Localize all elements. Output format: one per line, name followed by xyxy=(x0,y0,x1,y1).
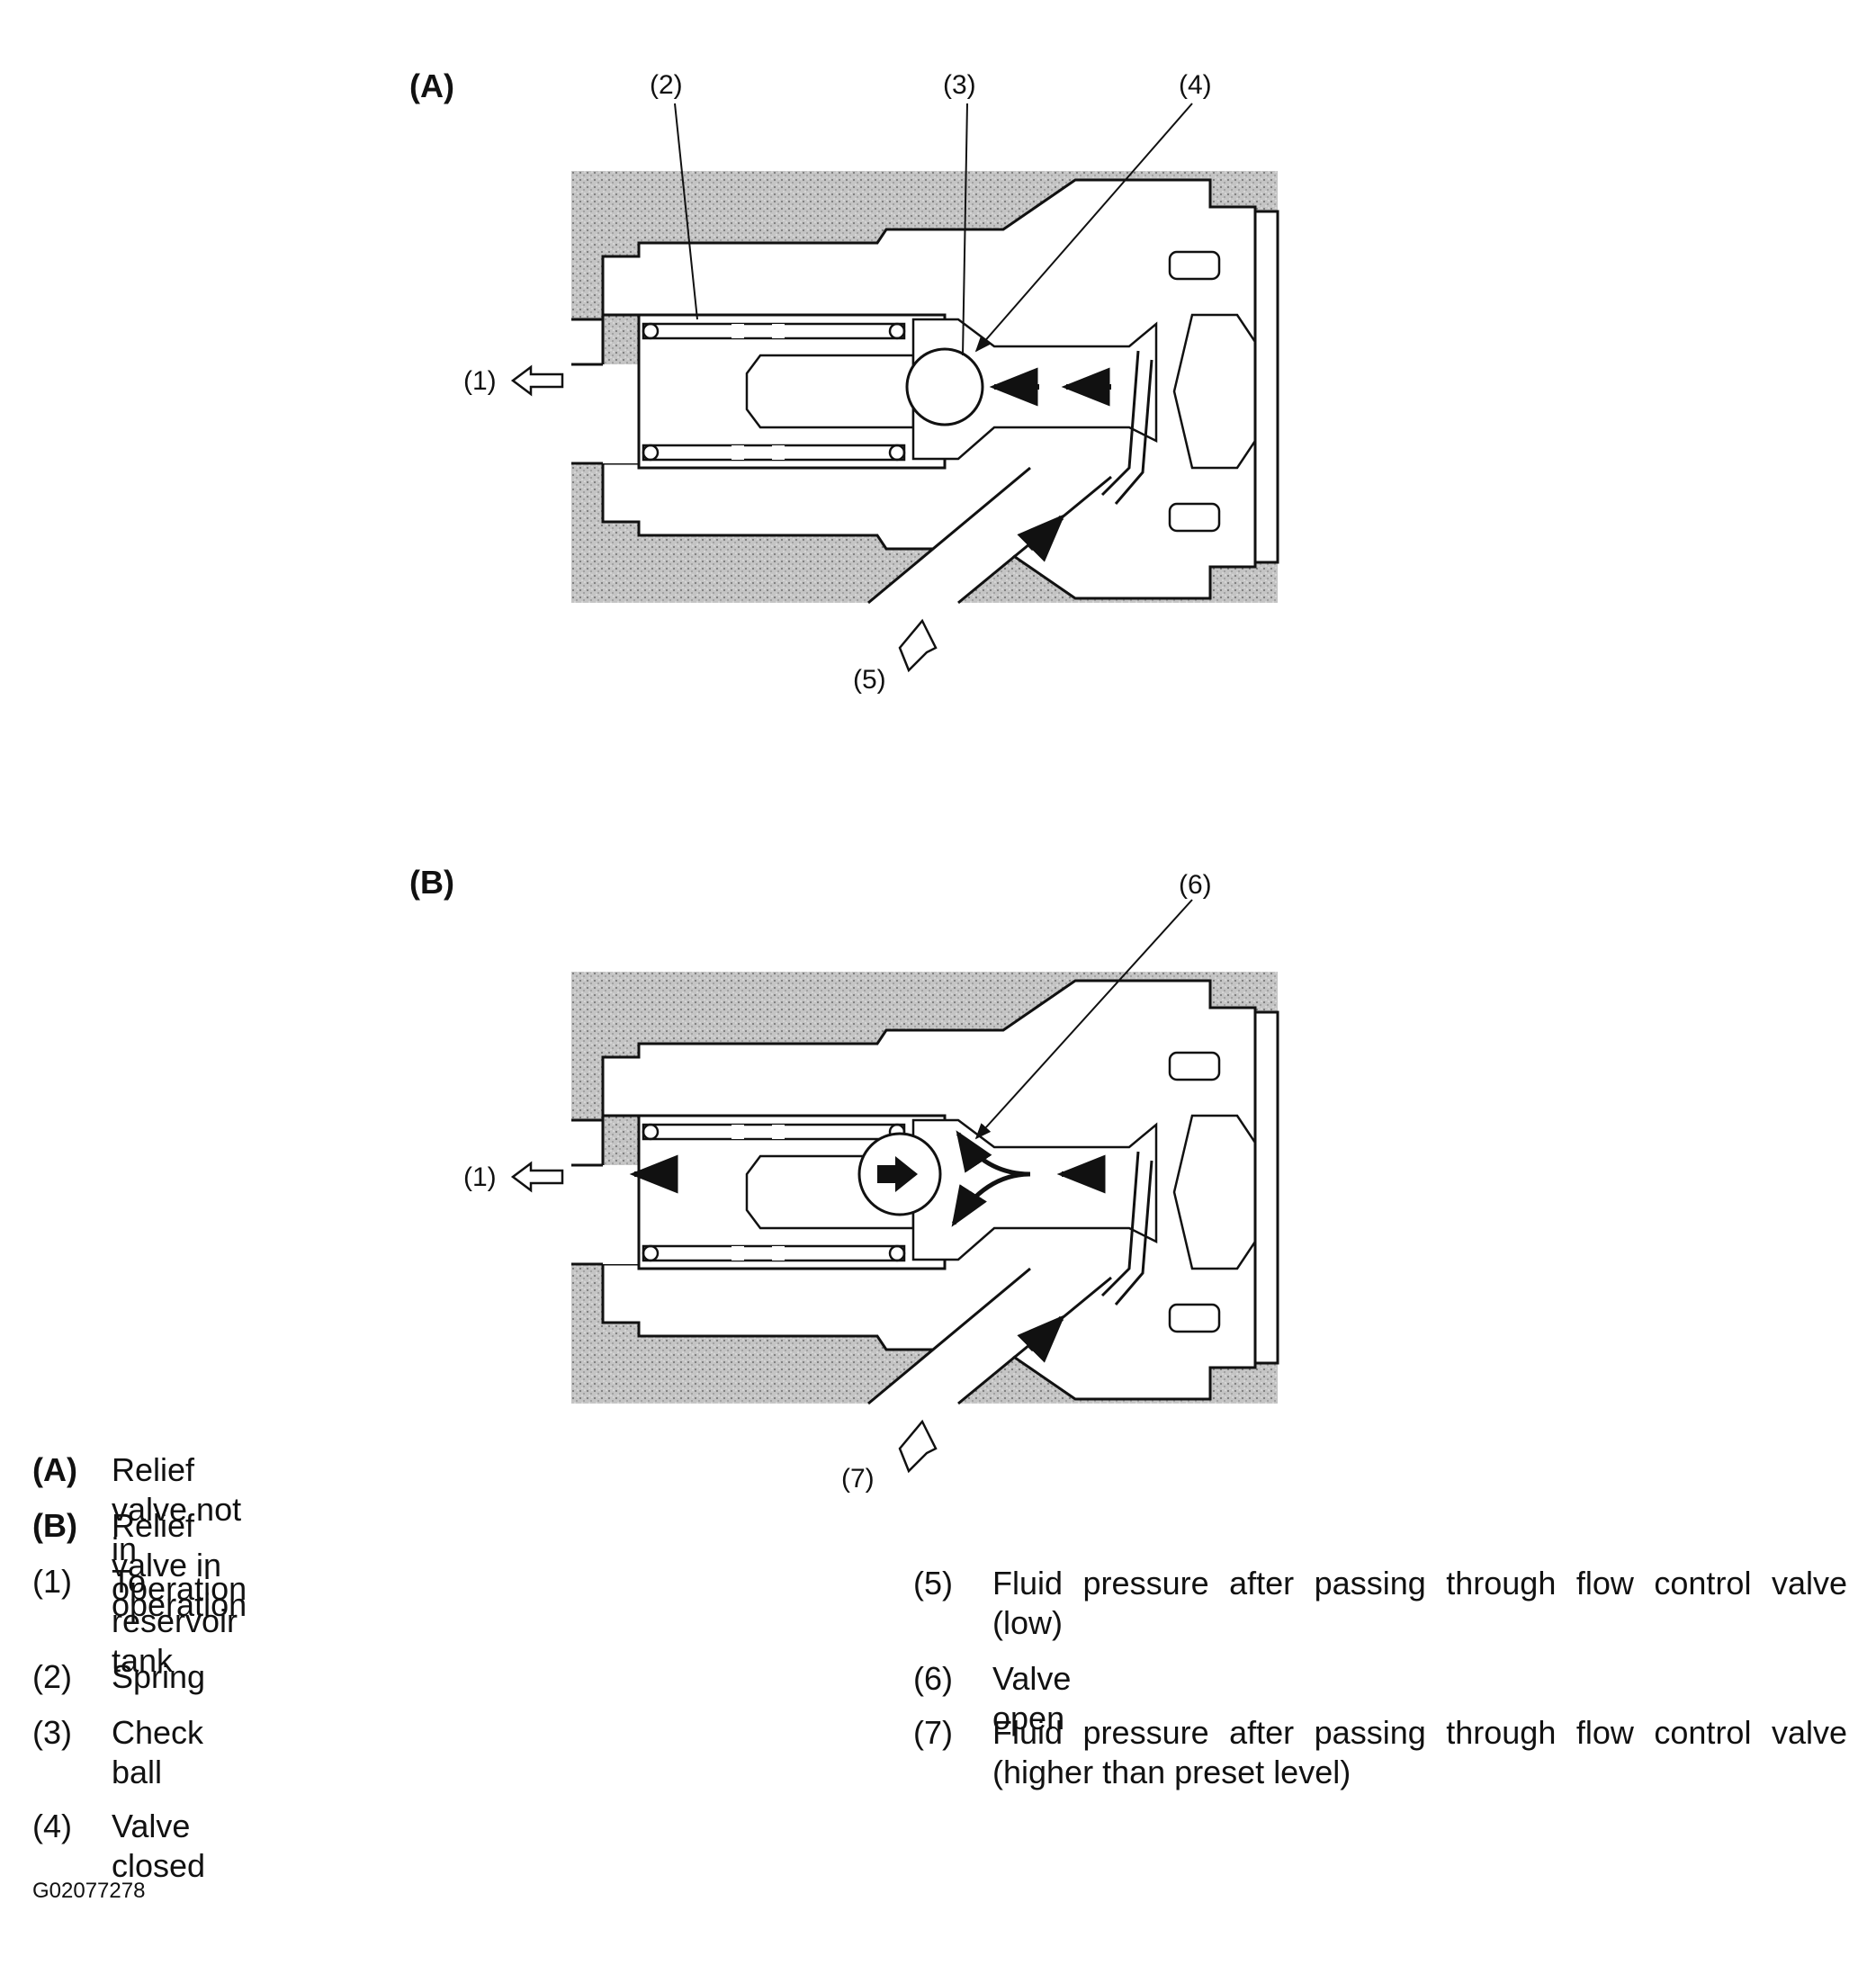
outflow-arrow-b xyxy=(510,1161,564,1193)
panel-b-title: (B) xyxy=(409,864,454,901)
inflow-arrow-b xyxy=(898,1419,938,1474)
callout-b-7: (7) xyxy=(841,1464,875,1494)
check-ball-a xyxy=(905,347,984,426)
legend-key: (6) xyxy=(913,1660,953,1697)
legend-text: Valve open xyxy=(992,1660,1072,1736)
callout-a-3: (3) xyxy=(943,70,976,100)
legend-text: Relief valve not in operation xyxy=(112,1451,247,1607)
callout-b-6: (6) xyxy=(1179,870,1212,900)
legend-key: (1) xyxy=(32,1563,72,1600)
callout-a-2: (2) xyxy=(650,70,683,100)
legend-key: (5) xyxy=(913,1565,953,1602)
legend-text: To reservoir tank xyxy=(112,1563,238,1679)
legend-text: Fluid pressure after passing through flo… xyxy=(992,1714,1847,1790)
legend-text: Fluid pressure after passing through flo… xyxy=(992,1565,1847,1641)
panel-a-title: (A) xyxy=(409,67,454,104)
legend-key: (2) xyxy=(32,1658,72,1695)
valve-body-b xyxy=(571,972,1278,1404)
panel-a: (A) (2) (3) (4) (1) (5) xyxy=(409,67,1278,695)
legend-key: (4) xyxy=(32,1808,72,1844)
legend-key: (A) xyxy=(32,1451,77,1488)
legend-key: (B) xyxy=(32,1507,77,1544)
legend-text: Check ball xyxy=(112,1714,204,1790)
valve-body-a xyxy=(571,171,1278,603)
figure-id: G02077278 xyxy=(32,1879,146,1903)
panel-b: (B) (6) (1) (7) xyxy=(409,864,1278,1494)
callout-a-1: (1) xyxy=(463,366,497,396)
legend-text: Spring xyxy=(112,1658,206,1695)
outflow-arrow-a xyxy=(510,364,564,397)
inflow-arrow-a xyxy=(898,618,938,673)
legend-text: Valve closed xyxy=(112,1808,206,1884)
legend-key: (3) xyxy=(32,1714,72,1751)
callout-a-5: (5) xyxy=(853,665,886,695)
callout-b-1: (1) xyxy=(463,1162,497,1192)
legend-text: Relief valve in operation xyxy=(112,1507,247,1623)
callout-a-4: (4) xyxy=(1179,70,1212,100)
legend-key: (7) xyxy=(913,1714,953,1751)
